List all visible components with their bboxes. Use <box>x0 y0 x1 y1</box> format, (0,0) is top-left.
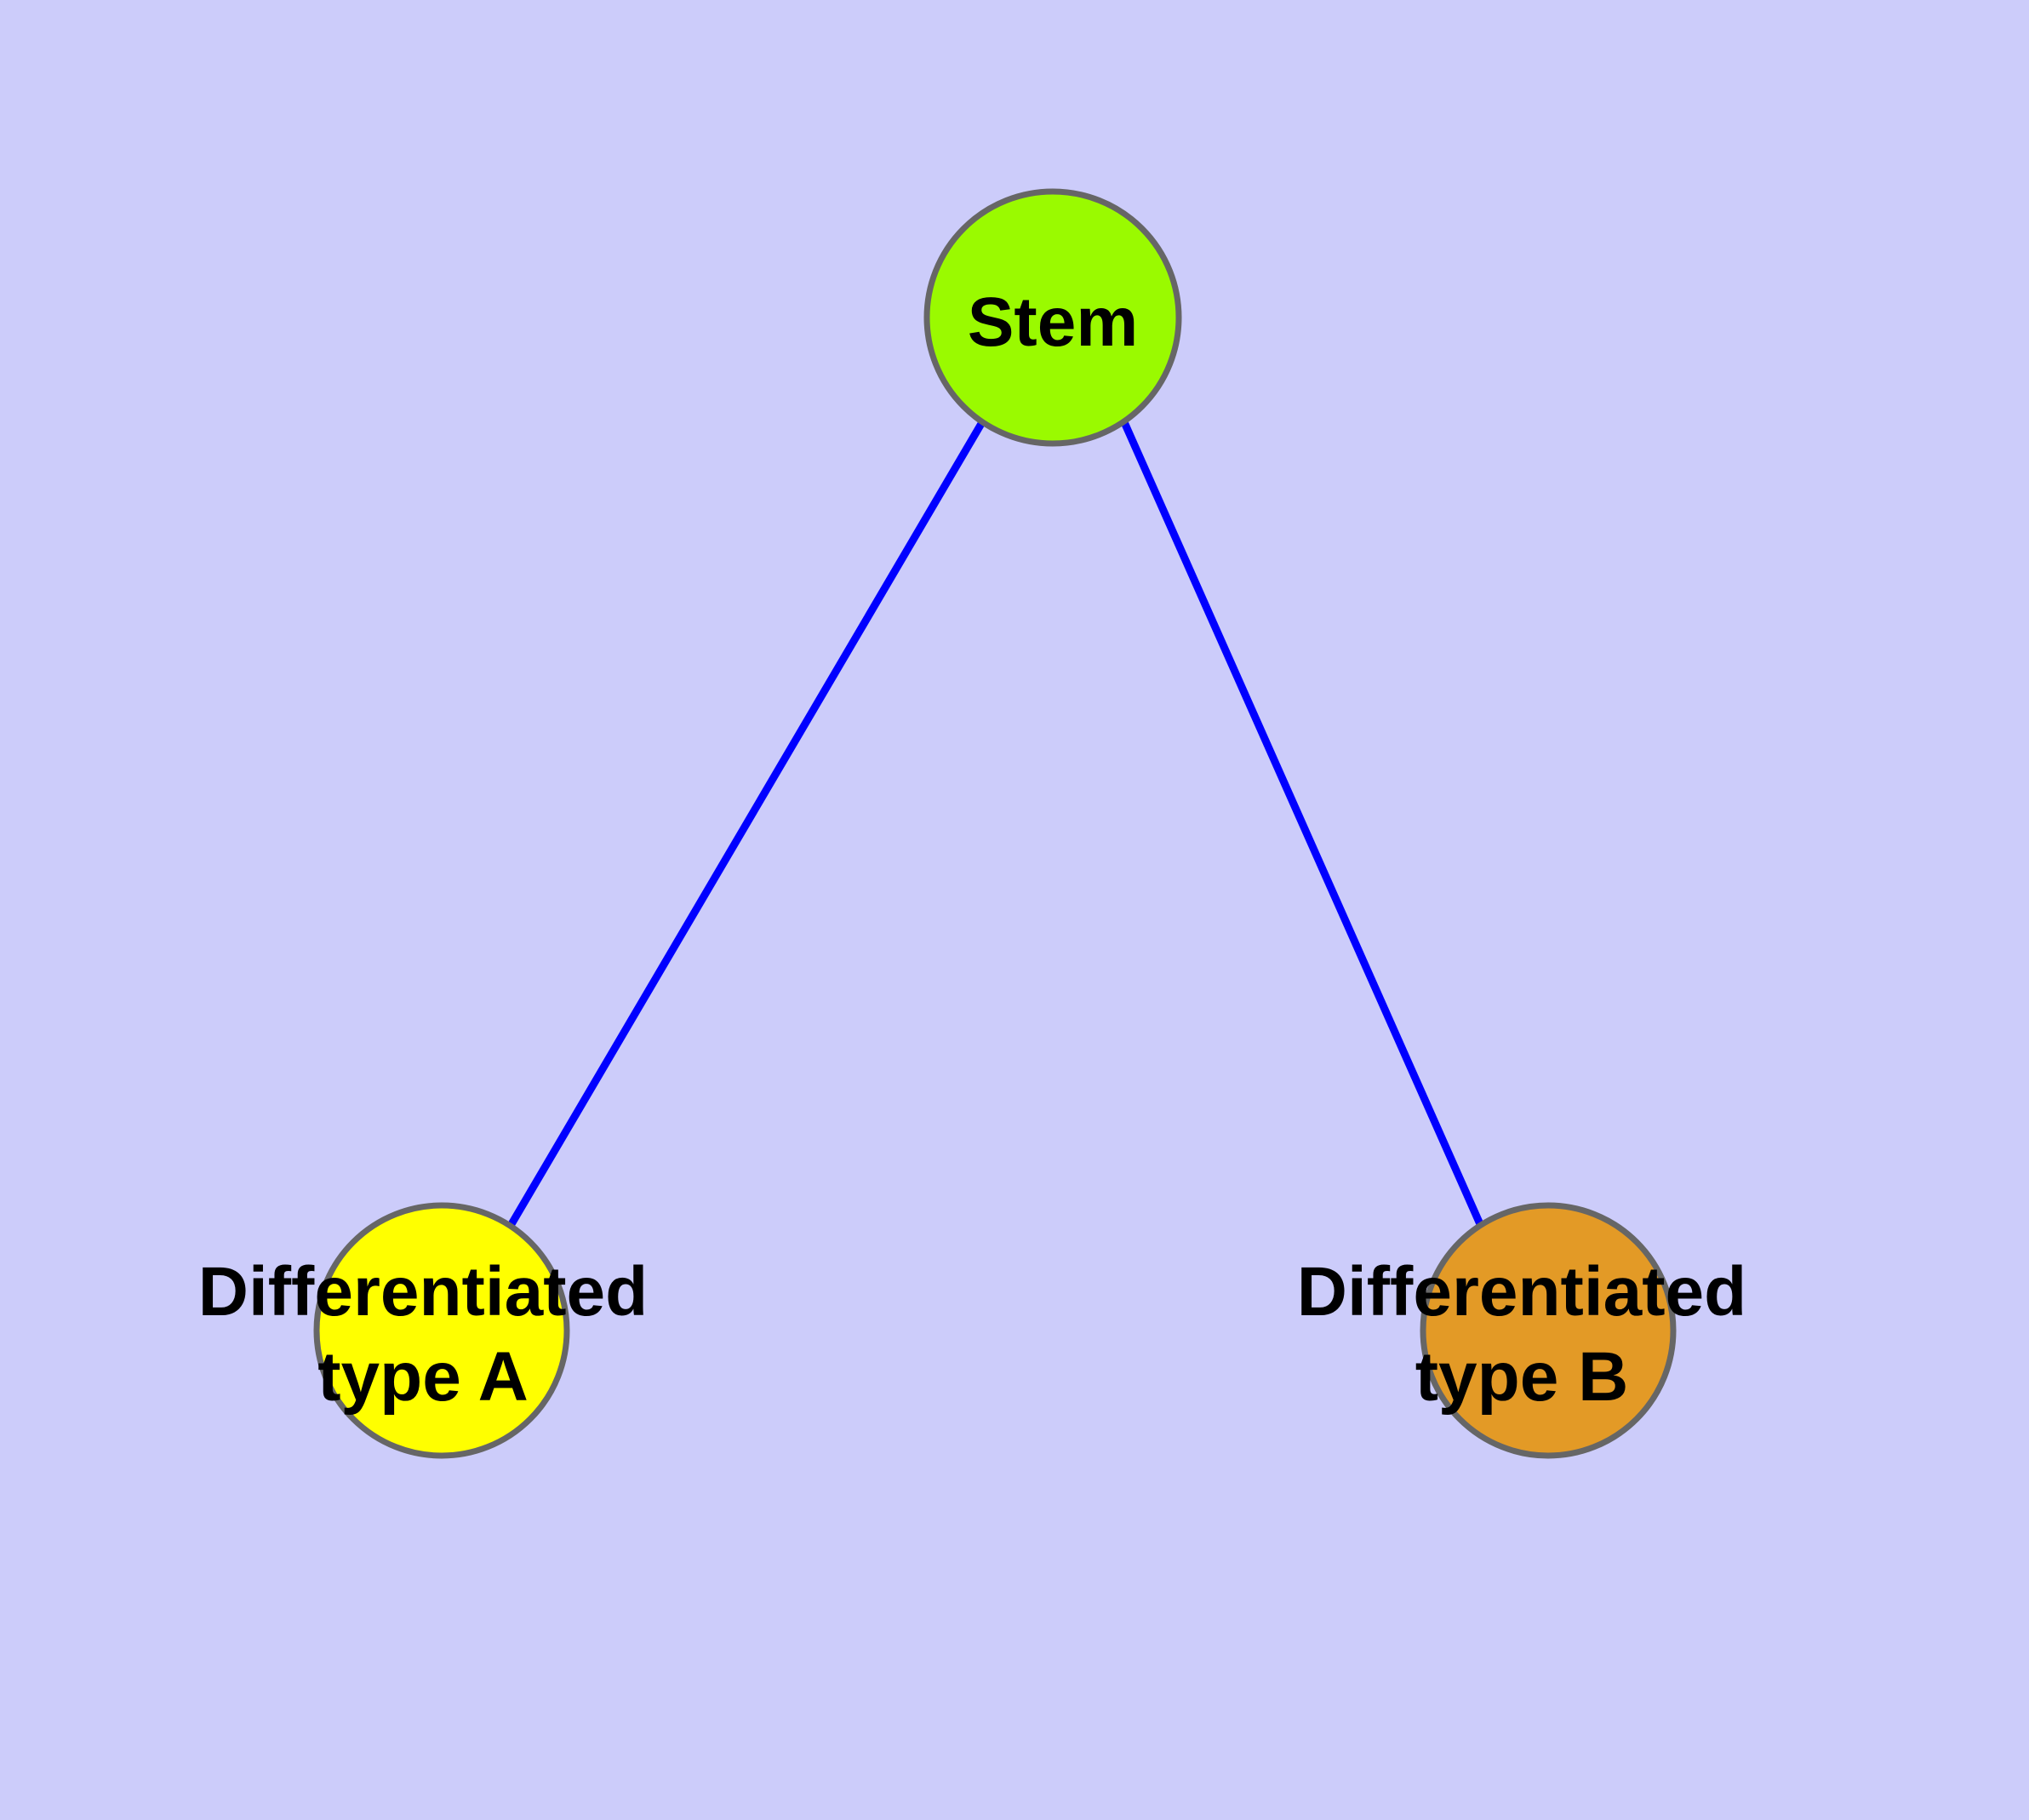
node-label-line: type A <box>317 1338 529 1416</box>
node-label-line: type B <box>1415 1338 1629 1416</box>
edge-stem-to-diff-a[interactable] <box>508 420 986 1227</box>
node-diff-a[interactable] <box>313 1202 570 1459</box>
node-label-line: Stem <box>968 283 1139 361</box>
node-label-stem: Stem <box>968 283 1139 361</box>
edge-stem-to-diff-b[interactable] <box>1120 421 1484 1226</box>
nodes-layer <box>313 188 1677 1459</box>
edges-layer <box>508 420 1484 1227</box>
node-stem[interactable] <box>923 188 1182 447</box>
node-diff-b[interactable] <box>1420 1202 1677 1459</box>
node-label-line: Differentiated <box>1297 1253 1747 1331</box>
node-label-line: Differentiated <box>198 1253 649 1331</box>
